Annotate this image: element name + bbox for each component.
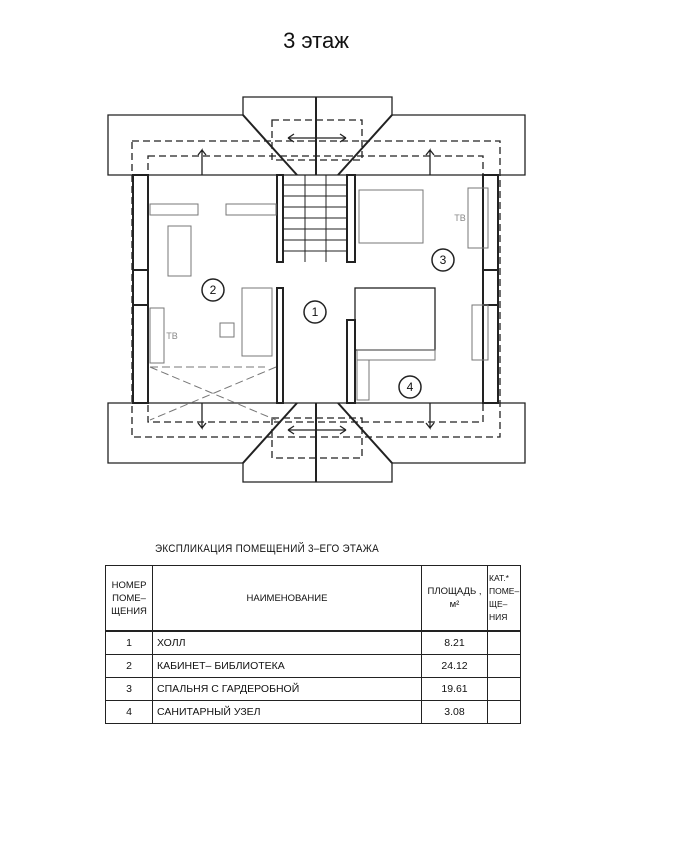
- room-name: КАБИНЕТ– БИБЛИОТЕКА: [152, 654, 422, 678]
- room-number-2: 2: [210, 283, 217, 297]
- room-name: СПАЛЬНЯ С ГАРДЕРОБНОЙ: [152, 677, 422, 701]
- stairs: [276, 174, 356, 263]
- header-area: ПЛОЩАДЬ , м²: [421, 565, 488, 632]
- room-category: [486, 677, 522, 701]
- room-number: 2: [105, 654, 153, 678]
- room-number-3: 3: [440, 253, 447, 267]
- arrows: [197, 133, 435, 435]
- room-category: [486, 700, 522, 724]
- header-number: НОМЕР ПОМЕ– ЩЕНИЯ: [105, 565, 153, 632]
- table-caption: ЭКСПЛИКАЦИЯ ПОМЕЩЕНИЙ 3–ЕГО ЭТАЖА: [155, 543, 380, 555]
- room-category: [486, 654, 522, 678]
- room-number: 1: [105, 630, 153, 655]
- room-number: 3: [105, 677, 153, 701]
- tv-label: ТВ: [454, 213, 466, 223]
- room-markers: [201, 248, 455, 399]
- room-area: 24.12: [421, 654, 488, 678]
- rooms-table: НОМЕР ПОМЕ– ЩЕНИЯ НАИМЕНОВАНИЕ ПЛОЩАДЬ ,…: [105, 565, 522, 724]
- room-number-1: 1: [312, 305, 319, 319]
- exterior-walls: [132, 174, 499, 404]
- header-category: КАТ.* ПОМЕ– ЩЕ– НИЯ: [486, 565, 522, 632]
- floor-plan: 1 2 3 4 ТВ ТВ: [107, 96, 526, 483]
- furniture: [149, 187, 489, 421]
- tv-label: ТВ: [166, 331, 178, 341]
- room-name: ХОЛЛ: [152, 630, 422, 655]
- room-area: 3.08: [421, 700, 488, 724]
- roof-bands: [107, 96, 526, 483]
- header-name: НАИМЕНОВАНИЕ: [152, 565, 422, 632]
- room-number: 4: [105, 700, 153, 724]
- room-name: САНИТАРНЫЙ УЗЕЛ: [152, 700, 422, 724]
- room-category: [486, 630, 522, 655]
- dashed-outlines: [131, 119, 501, 459]
- floor-title: 3 этаж: [283, 28, 349, 53]
- room-number-4: 4: [407, 380, 414, 394]
- room-area: 19.61: [421, 677, 488, 701]
- room-area: 8.21: [421, 630, 488, 655]
